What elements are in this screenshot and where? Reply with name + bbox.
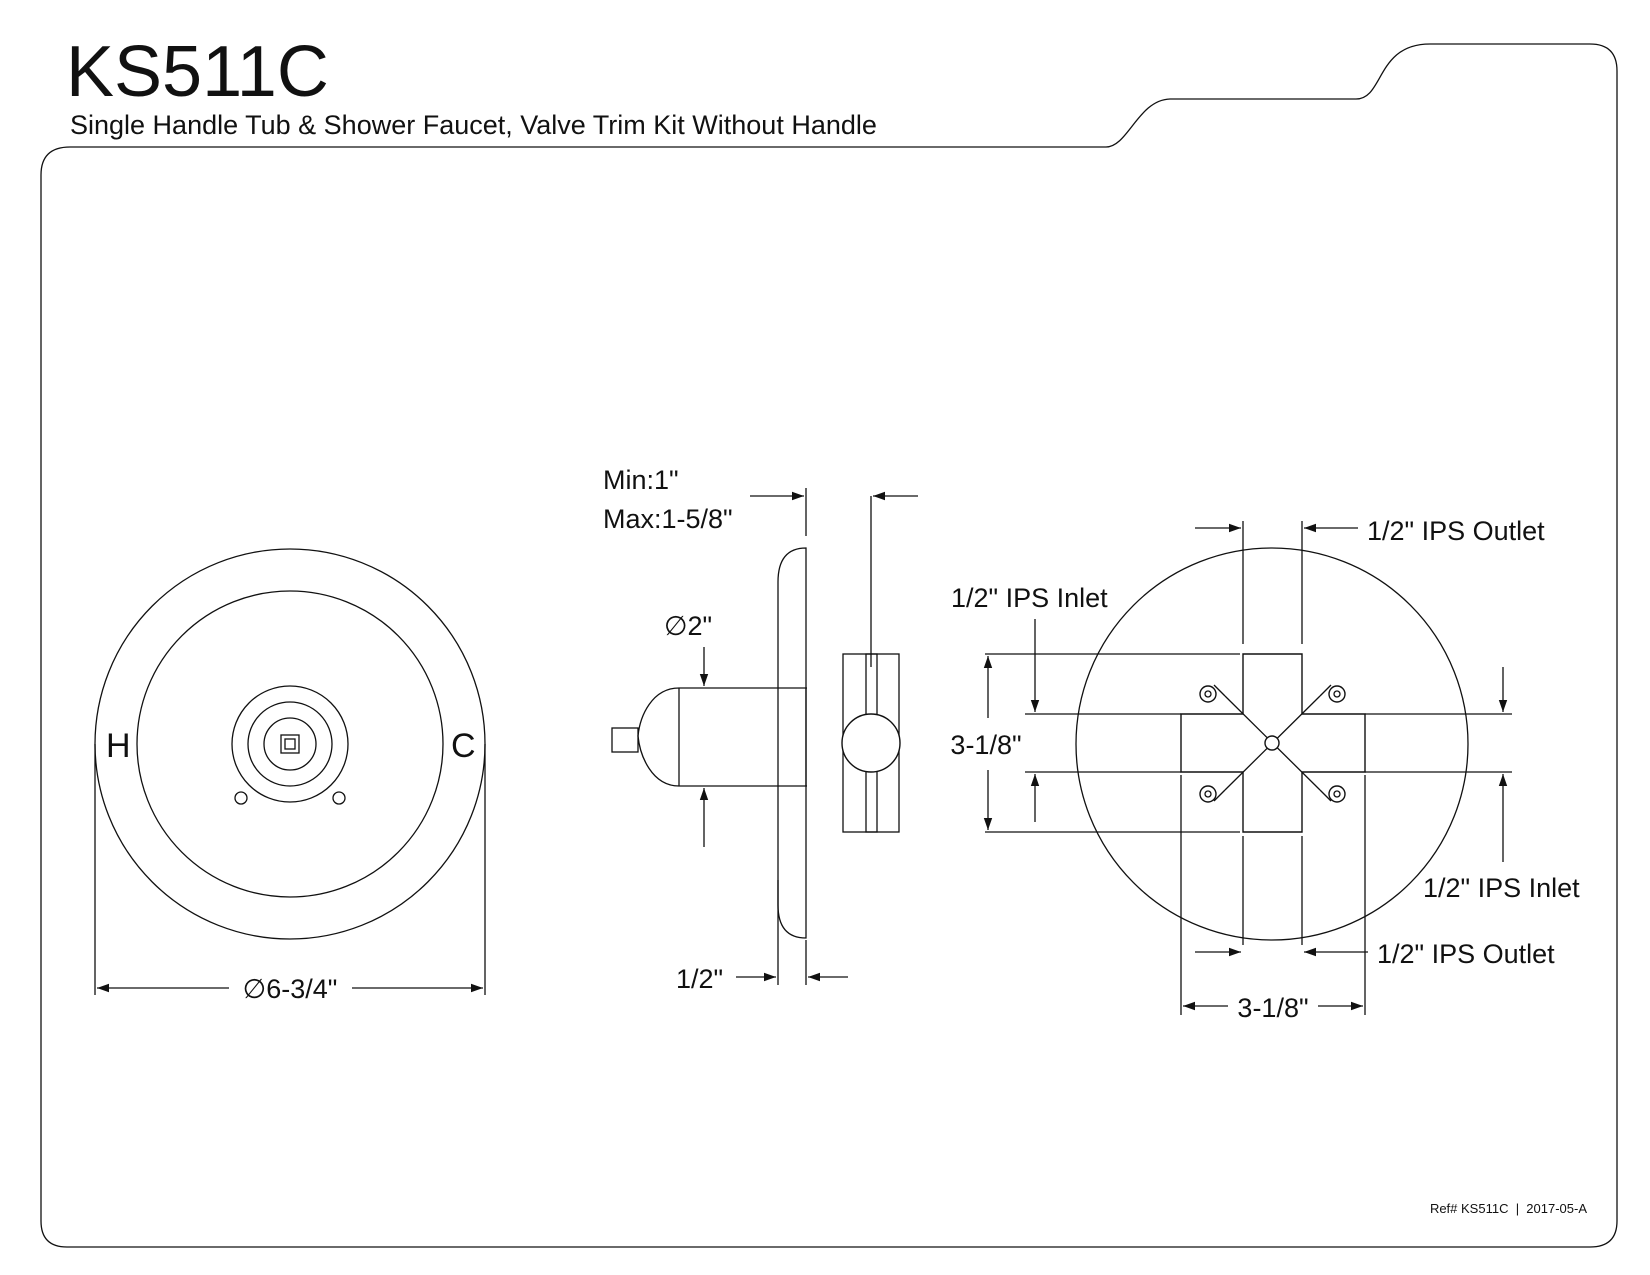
- valve-port-circle: [841, 713, 901, 773]
- drawing-reference: Ref# KS511C | 2017-05-A: [1430, 1201, 1587, 1216]
- front-view: H C ∅6-3/4": [94, 548, 486, 1004]
- valve-outline-circle: [1075, 547, 1469, 941]
- escutcheon-plate-profile: [777, 547, 807, 939]
- outlet-bottom-label: 1/2" IPS Outlet: [1377, 939, 1555, 969]
- outlet-top-label: 1/2" IPS Outlet: [1367, 516, 1545, 546]
- mounting-ear-top-right: [1319, 684, 1346, 703]
- model-number: KS511C: [66, 32, 329, 112]
- cartridge-ring-inner: [263, 717, 317, 771]
- valve-height-label: 3-1/8": [950, 730, 1021, 760]
- escutcheon-inner-circle: [136, 590, 444, 898]
- product-description: Single Handle Tub & Shower Faucet, Valve…: [70, 110, 877, 140]
- plate-thickness-label: 1/2": [676, 964, 723, 994]
- mounting-ear-bottom-left: [1199, 785, 1226, 803]
- cartridge-ring-middle: [247, 701, 333, 787]
- cold-indicator: C: [451, 727, 476, 765]
- mount-hole-left: [234, 791, 248, 805]
- valve-view: 1/2" IPS Outlet 1/2" IPS Inlet 3-1/8" 1/…: [950, 516, 1580, 1023]
- mounting-ear-bottom-right: [1319, 785, 1346, 803]
- cartridge-ring-outer: [231, 685, 349, 803]
- hot-indicator: H: [106, 727, 131, 765]
- mounting-ear-top-left: [1199, 684, 1226, 703]
- stem-square-inner: [284, 738, 296, 750]
- stem-square-outer: [280, 734, 300, 754]
- escutcheon-diameter-label: ∅6-3/4": [243, 974, 338, 1004]
- mount-hole-right: [332, 791, 346, 805]
- sheet-border: [40, 43, 1618, 1248]
- inlet-right-label: 1/2" IPS Inlet: [1423, 873, 1580, 903]
- sleeve-diameter-label: ∅2": [664, 611, 712, 641]
- stem-tip: [611, 727, 639, 753]
- sleeve-body: [637, 687, 807, 787]
- side-view: Min:1" Max:1-5/8" ∅2" 1/2": [603, 465, 918, 994]
- valve-center-point: [1264, 735, 1280, 751]
- escutcheon-outer-circle: [94, 548, 486, 940]
- inlet-left-label: 1/2" IPS Inlet: [951, 583, 1108, 613]
- depth-min-label: Min:1": [603, 465, 679, 495]
- depth-max-label: Max:1-5/8": [603, 504, 733, 534]
- valve-width-label: 3-1/8": [1237, 993, 1308, 1023]
